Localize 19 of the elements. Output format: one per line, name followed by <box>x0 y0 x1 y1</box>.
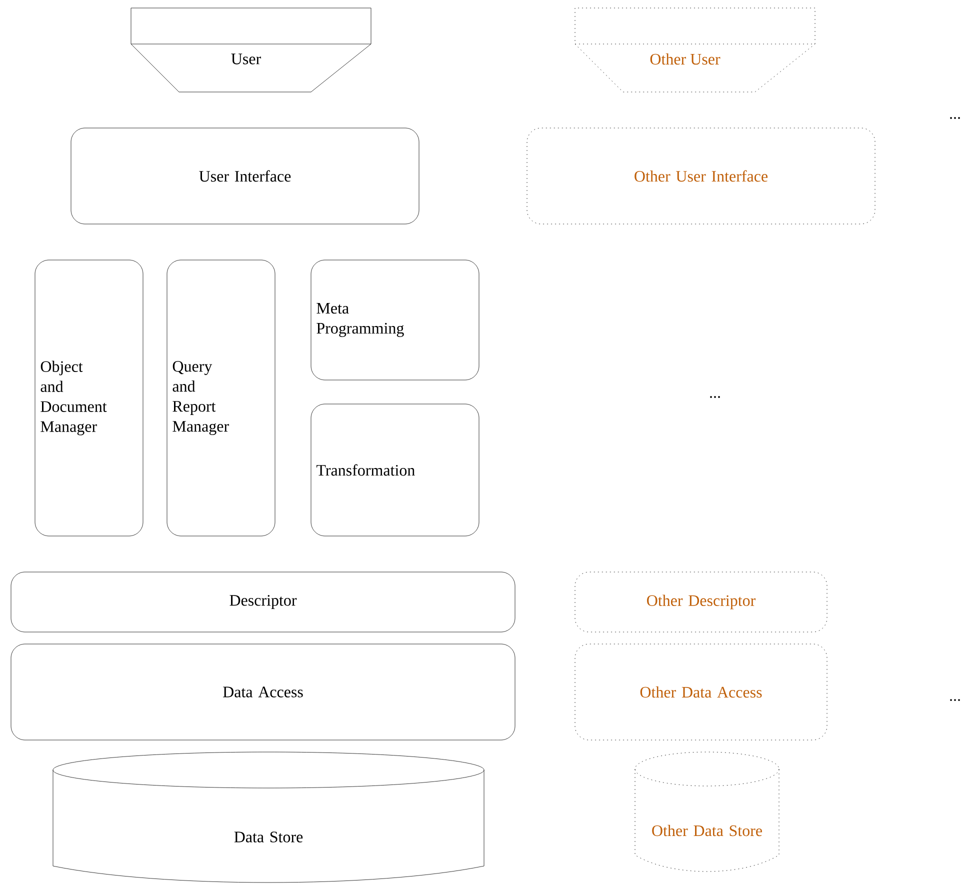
rounded-box: Other Data Access <box>574 644 828 740</box>
node-label: User <box>231 54 261 64</box>
node-label: Other User <box>650 53 720 65</box>
cylinder: Data Store <box>52 752 484 883</box>
rounded-box: Descriptor <box>10 572 516 632</box>
rounded-box: Query and Report Manager <box>166 260 276 536</box>
node-label: Data Store <box>234 832 303 842</box>
rounded-box: Other Descriptor <box>574 572 828 632</box>
rounded-box: Data Access <box>10 644 516 740</box>
cylinder: Other Data Store <box>634 752 780 872</box>
rounded-box: Other User Interface <box>526 128 876 224</box>
rounded-box: Meta Programming <box>310 260 480 380</box>
ellipsis: ... <box>950 699 960 701</box>
ellipsis: ... <box>710 396 720 398</box>
rounded-box: Object and Document Manager <box>34 260 144 536</box>
ellipsis: ... <box>950 117 960 119</box>
rounded-box: User Interface <box>70 128 420 224</box>
rounded-box: Transformation <box>310 404 480 536</box>
node-label: Other Data Store <box>652 824 762 836</box>
